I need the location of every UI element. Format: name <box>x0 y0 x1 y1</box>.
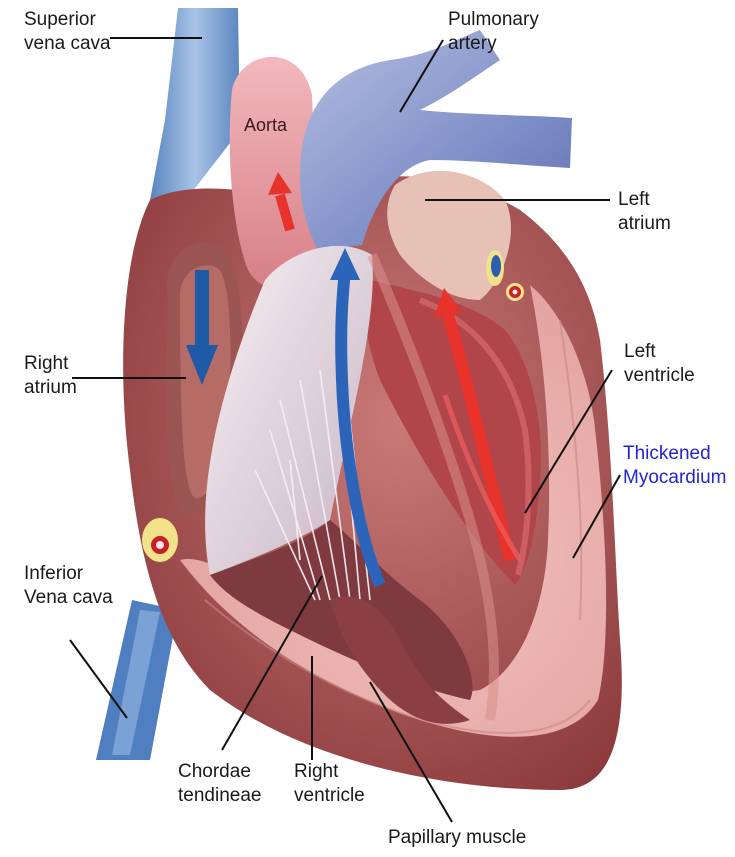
label-left-atrium-line2: atrium <box>618 212 671 236</box>
label-papillary-muscle-line1: Papillary muscle <box>388 826 526 850</box>
label-left-ventricle-line1: Left <box>624 340 695 364</box>
label-superior-vena-cava-line2: vena cava <box>24 32 111 56</box>
label-thickened-myocardium-line2: Myocardium <box>623 466 726 490</box>
label-aorta: Aorta <box>244 113 287 137</box>
label-chordae-tendineae-line2: tendineae <box>178 784 261 808</box>
label-left-atrium: Left atrium <box>618 188 671 236</box>
label-papillary-muscle: Papillary muscle <box>388 826 526 850</box>
label-left-ventricle-line2: ventricle <box>624 364 695 388</box>
label-thickened-myocardium: Thickened Myocardium <box>623 442 726 490</box>
label-thickened-myocardium-line1: Thickened <box>623 442 726 466</box>
label-superior-vena-cava: Superior vena cava <box>24 8 111 56</box>
label-pulmonary-artery: Pulmonary artery <box>448 8 539 56</box>
label-pulmonary-artery-line1: Pulmonary <box>448 8 539 32</box>
label-left-ventricle: Left ventricle <box>624 340 695 388</box>
coronary-vessels-right <box>142 518 178 562</box>
label-right-atrium: Right atrium <box>24 352 77 400</box>
label-left-atrium-line1: Left <box>618 188 671 212</box>
label-chordae-tendineae: Chordae tendineae <box>178 760 261 808</box>
label-aorta-line1: Aorta <box>244 113 287 137</box>
label-right-ventricle-line2: ventricle <box>294 784 365 808</box>
label-chordae-tendineae-line1: Chordae <box>178 760 261 784</box>
label-right-atrium-line2: atrium <box>24 376 77 400</box>
label-inferior-vena-cava-line2: Vena cava <box>24 586 113 610</box>
label-superior-vena-cava-line1: Superior <box>24 8 111 32</box>
label-right-atrium-line1: Right <box>24 352 77 376</box>
label-right-ventricle: Right ventricle <box>294 760 365 808</box>
label-inferior-vena-cava-line1: Inferior <box>24 562 113 586</box>
label-pulmonary-artery-line2: artery <box>448 32 539 56</box>
label-inferior-vena-cava: Inferior Vena cava <box>24 562 113 610</box>
label-right-ventricle-line1: Right <box>294 760 365 784</box>
